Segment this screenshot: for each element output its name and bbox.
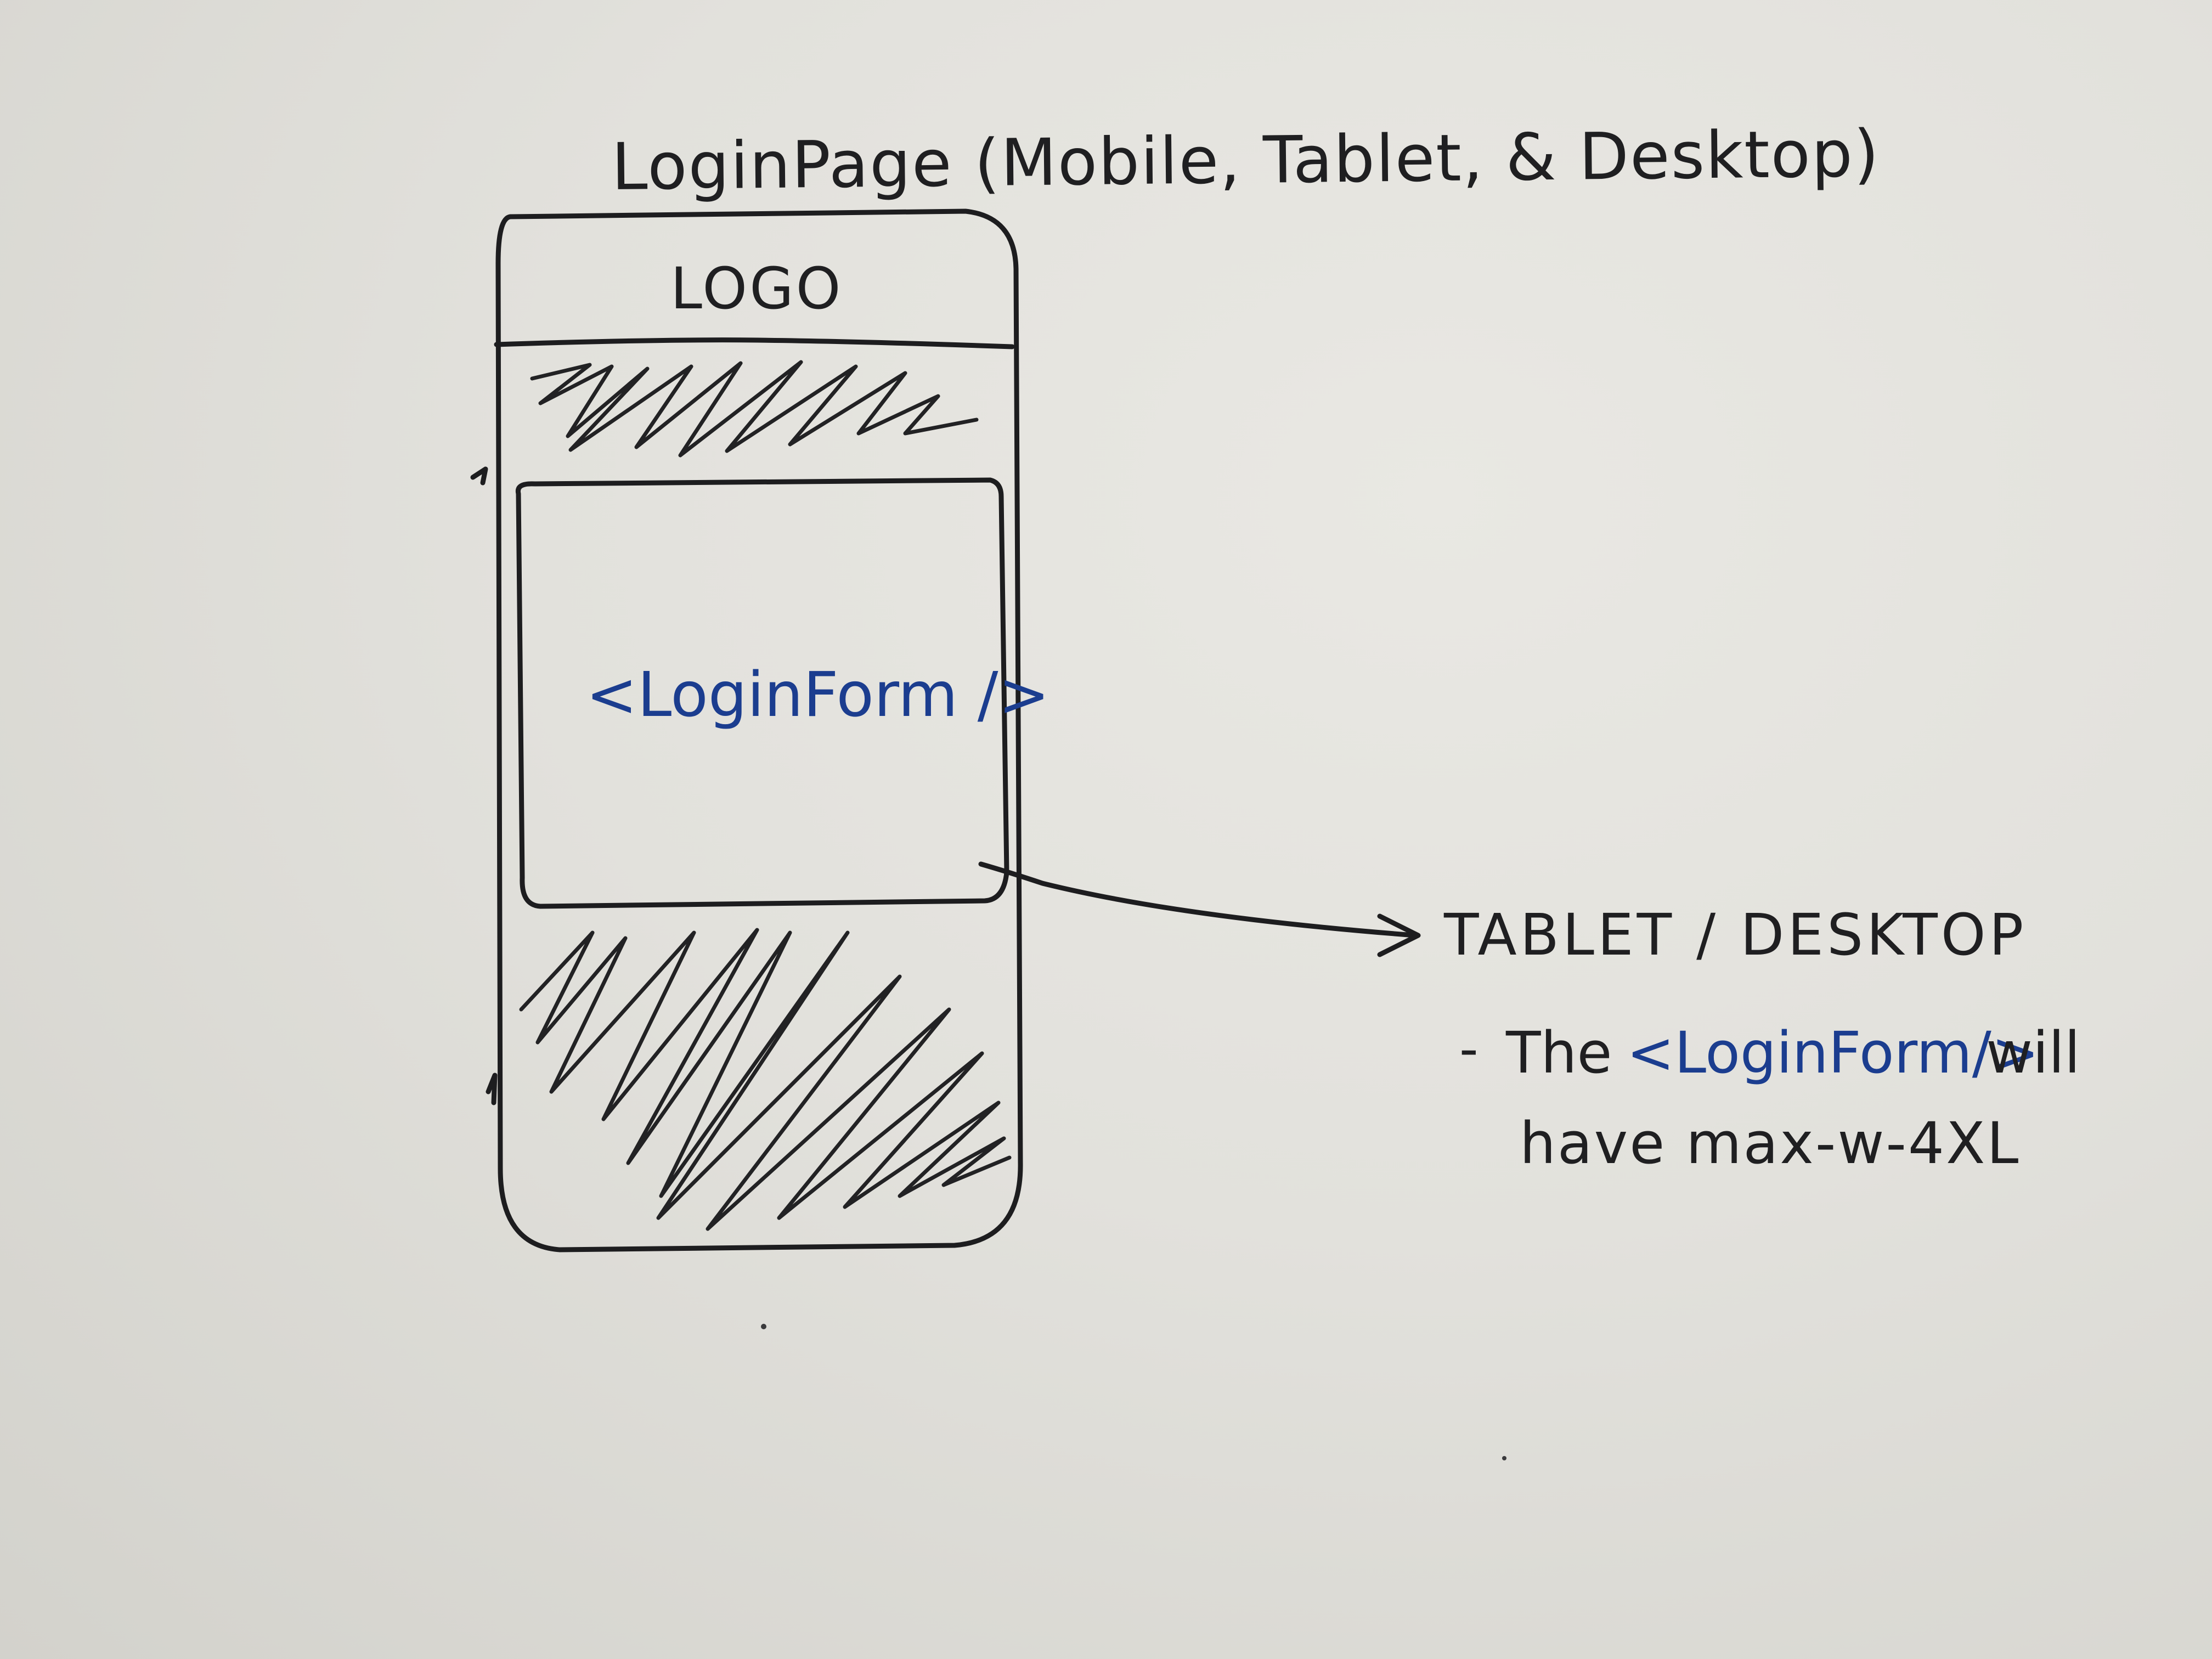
login-form-label: <LoginForm /> (586, 659, 1049, 731)
callout-arrow-line (978, 861, 1418, 938)
stray-dot (1502, 1456, 1506, 1460)
header-divider (494, 337, 1015, 349)
note-line1-suffix: will (1986, 1019, 2080, 1086)
lower-hatch-fill (519, 928, 1012, 1231)
edge-tick-top (470, 466, 488, 486)
logo-label: LOGO (670, 255, 843, 322)
note-line1-prefix: The (1505, 1019, 1612, 1086)
page-outline (495, 208, 1023, 1252)
edge-tick-bottom (486, 1073, 498, 1105)
upper-hatch-fill (530, 360, 979, 458)
note-line2: have max-w-4XL (1520, 1110, 2020, 1177)
note-line1-component: <LoginForm/> (1627, 1019, 2039, 1086)
note-heading: TABLET / DESKTOP (1443, 901, 2027, 968)
diagram-title: LoginPage (Mobile, Tablet, & Desktop) (611, 116, 1881, 205)
note-bullet: - (1459, 1018, 1479, 1080)
stray-dot (761, 1324, 766, 1329)
callout-arrow-head (1377, 913, 1421, 957)
